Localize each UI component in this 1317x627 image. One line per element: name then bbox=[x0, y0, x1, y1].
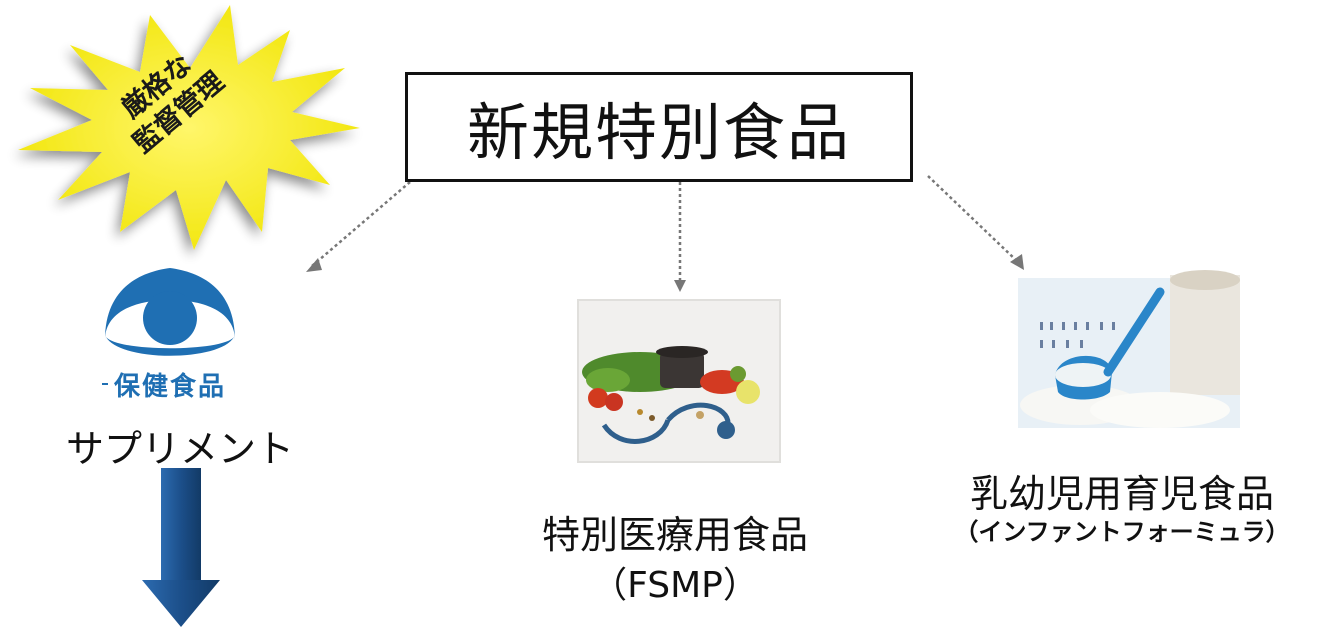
infant-formula-sublabel: （インファントフォーミュラ） bbox=[954, 518, 1290, 546]
connector-arrowheads bbox=[306, 254, 1024, 292]
supplement-label: サプリメント bbox=[65, 427, 294, 471]
infant-food-label: 乳幼児用育児食品 bbox=[969, 472, 1274, 516]
health-food-logo-text: 保健食品 bbox=[113, 372, 226, 402]
connector-lines bbox=[311, 175, 1019, 282]
infant-formula-photo bbox=[1018, 270, 1240, 442]
title-box: 新規特別食品 bbox=[405, 72, 913, 182]
fsmp-label: 特別医療用食品 bbox=[541, 513, 808, 557]
fsmp-photo bbox=[577, 299, 781, 463]
starburst-shape bbox=[18, 5, 360, 250]
fsmp-sublabel: （FSMP） bbox=[591, 565, 759, 606]
health-food-logo-icon bbox=[102, 268, 235, 385]
diagram-title: 新規特別食品 bbox=[466, 96, 851, 169]
down-arrow-icon bbox=[142, 468, 220, 627]
